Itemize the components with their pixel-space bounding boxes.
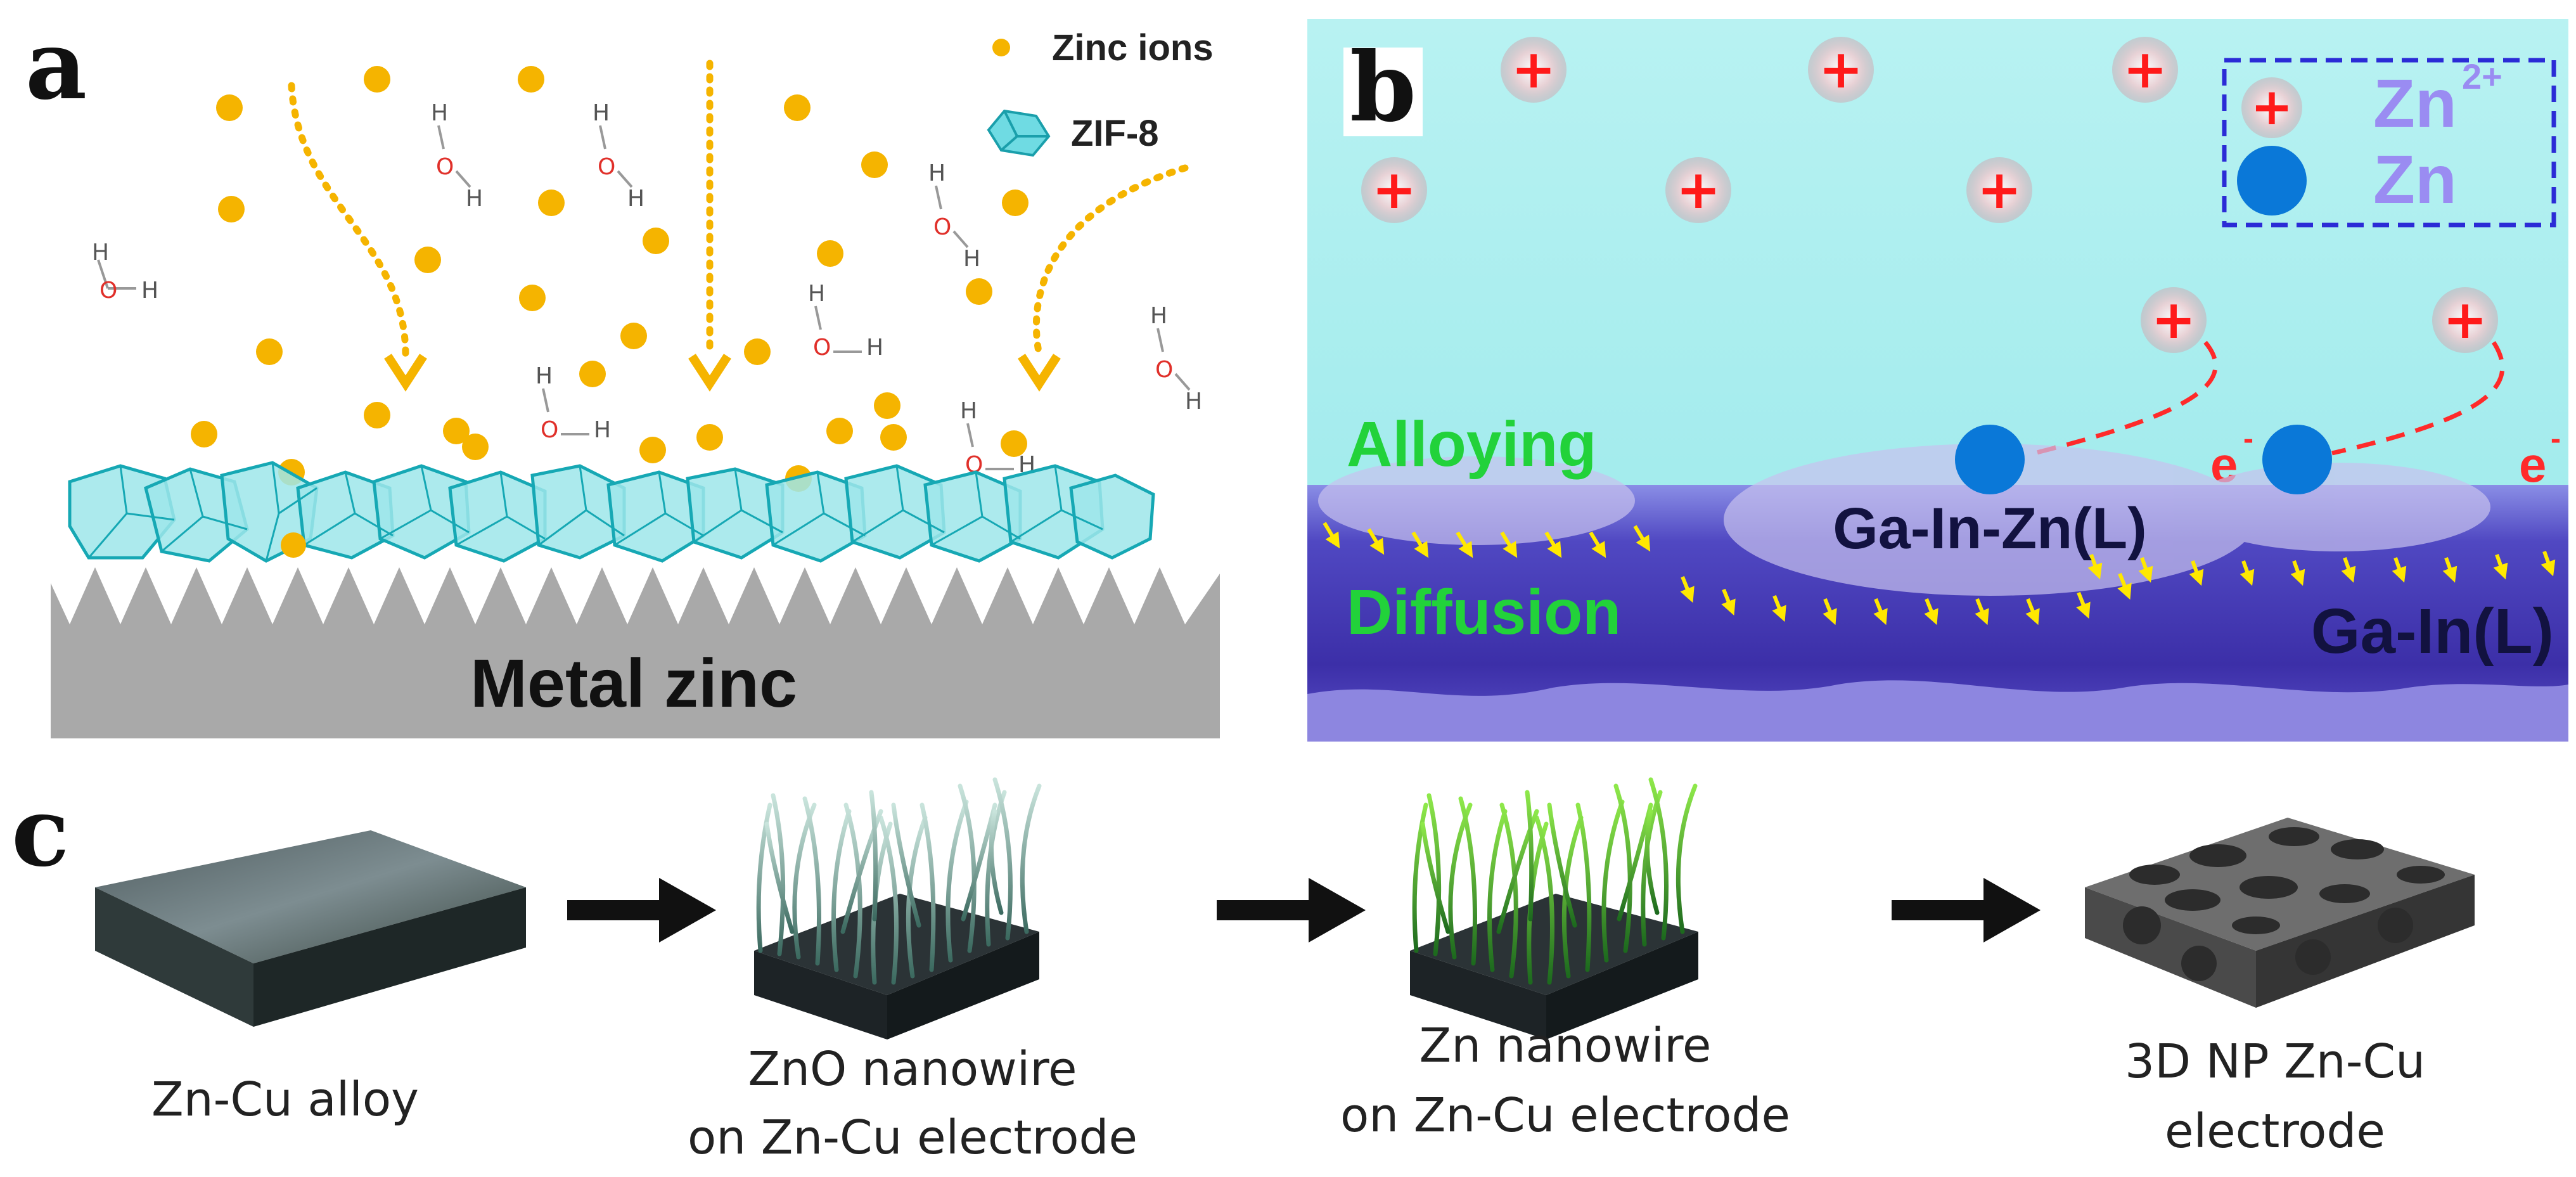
svg-text:H: H: [431, 100, 448, 126]
panel-b-letter-box: [1343, 48, 1423, 136]
step1-caption-line1: Zn-Cu alloy: [151, 1072, 419, 1127]
step2-caption-line2: on Zn-Cu electrode: [688, 1110, 1137, 1165]
electron-label-2: e: [2519, 437, 2546, 492]
zinc-ion-legend-icon: [992, 39, 1010, 56]
legend-ion-halo: [2241, 77, 2302, 138]
zno-nanowire-block: [754, 777, 1042, 1039]
svg-text:O: O: [933, 214, 951, 240]
legend-zn2-charge: 2+: [2462, 56, 2502, 96]
zif8-legend-icon: [987, 109, 1051, 157]
step4-caption-line1: 3D NP Zn-Cu: [2125, 1034, 2425, 1089]
zn-atom-2: [2262, 425, 2332, 494]
zn2-ions: + + + + + + + +: [1361, 37, 2498, 353]
step2-caption-line1: ZnO nanowire: [748, 1042, 1077, 1097]
svg-text:+: +: [2443, 288, 2487, 351]
svg-text:+: +: [1511, 38, 1556, 100]
panel-c-letter: c: [11, 776, 69, 888]
zif8-edges: [87, 462, 1103, 562]
panel-b-letter: b: [1350, 32, 1416, 143]
zif8-layer: [68, 461, 1155, 563]
legend-zinc-ions: Zinc ions: [1052, 27, 1214, 68]
svg-text:O: O: [541, 417, 558, 443]
metal-zinc-base: [51, 624, 1220, 738]
svg-text:O: O: [1155, 357, 1173, 383]
trapped-ion: [281, 532, 306, 558]
diffusion-arrows: [1323, 522, 2556, 626]
svg-text:O: O: [99, 278, 117, 304]
panel-b-legend-box: [2222, 58, 2556, 228]
panel-b: b + Zn 2+ Zn + + + + + + + + e - e -: [1307, 19, 2568, 742]
svg-text:+: +: [1372, 158, 1416, 221]
process-arrow-2: [1217, 878, 1366, 942]
svg-text:H: H: [141, 278, 158, 304]
svg-text:H: H: [593, 100, 610, 126]
zn-atom-1: [1955, 425, 2025, 494]
metal-zinc-label: Metal zinc: [470, 645, 797, 721]
legend-plus: +: [2250, 77, 2293, 136]
3d-np-electrode: [2085, 818, 2475, 1008]
svg-text:H: H: [627, 186, 644, 212]
step3-caption-line1: Zn nanowire: [1419, 1019, 1712, 1073]
zn-nanowire-block: [1410, 777, 1698, 1039]
legend-zn: Zn: [2373, 141, 2457, 217]
svg-text:+: +: [2123, 38, 2167, 100]
svg-text:O: O: [598, 154, 615, 180]
alloy-lens-regions: [1318, 444, 2490, 596]
svg-text:H: H: [808, 281, 825, 307]
svg-text:H: H: [960, 398, 977, 424]
svg-text:O: O: [813, 335, 831, 361]
zinc-spikes: [51, 567, 1220, 624]
svg-text:H: H: [928, 160, 945, 186]
svg-text:+: +: [1676, 158, 1721, 221]
panel-a: a Zinc ions ZIF-8: [25, 10, 1220, 738]
electron-charge-1: -: [2243, 422, 2253, 456]
legend-zif8: ZIF-8: [1071, 113, 1159, 154]
zinc-ions: [191, 66, 1028, 492]
alloying-label: Alloying: [1347, 409, 1596, 480]
ion-flux-arrows: [288, 60, 1189, 359]
bottom-wave: [1307, 680, 2568, 742]
svg-text:H: H: [466, 186, 483, 212]
svg-text:H: H: [1185, 389, 1202, 415]
ga-in-zn-label: Ga-In-Zn(L): [1833, 496, 2147, 561]
arrow-heads: [384, 354, 1061, 392]
svg-text:+: +: [1977, 158, 2022, 221]
panel-c: c: [11, 776, 2475, 1165]
svg-text:H: H: [92, 240, 109, 266]
panel-a-letter: a: [25, 10, 87, 121]
svg-text:H: H: [535, 363, 553, 389]
svg-text:+: +: [1819, 38, 1863, 100]
zn-cu-alloy-slab: [95, 830, 526, 1027]
svg-text:H: H: [963, 246, 980, 272]
svg-text:O: O: [436, 154, 454, 180]
electron-charge-2: -: [2551, 422, 2561, 456]
diffusion-label: Diffusion: [1347, 577, 1621, 648]
step4-caption-line2: electrode: [2165, 1104, 2385, 1159]
svg-text:H: H: [1150, 303, 1167, 329]
svg-text:H: H: [594, 417, 611, 443]
process-arrow-1: [567, 878, 716, 942]
legend-zn-atom: [2237, 146, 2307, 215]
process-arrow-3: [1892, 878, 2041, 942]
legend-zn2: Zn: [2373, 65, 2457, 141]
svg-text:H: H: [866, 335, 883, 361]
svg-text:+: +: [2151, 288, 2196, 351]
electron-paths: [2034, 340, 2505, 456]
ga-in-label: Ga-In(L): [2311, 596, 2554, 667]
step3-caption-line2: on Zn-Cu electrode: [1340, 1088, 1790, 1143]
